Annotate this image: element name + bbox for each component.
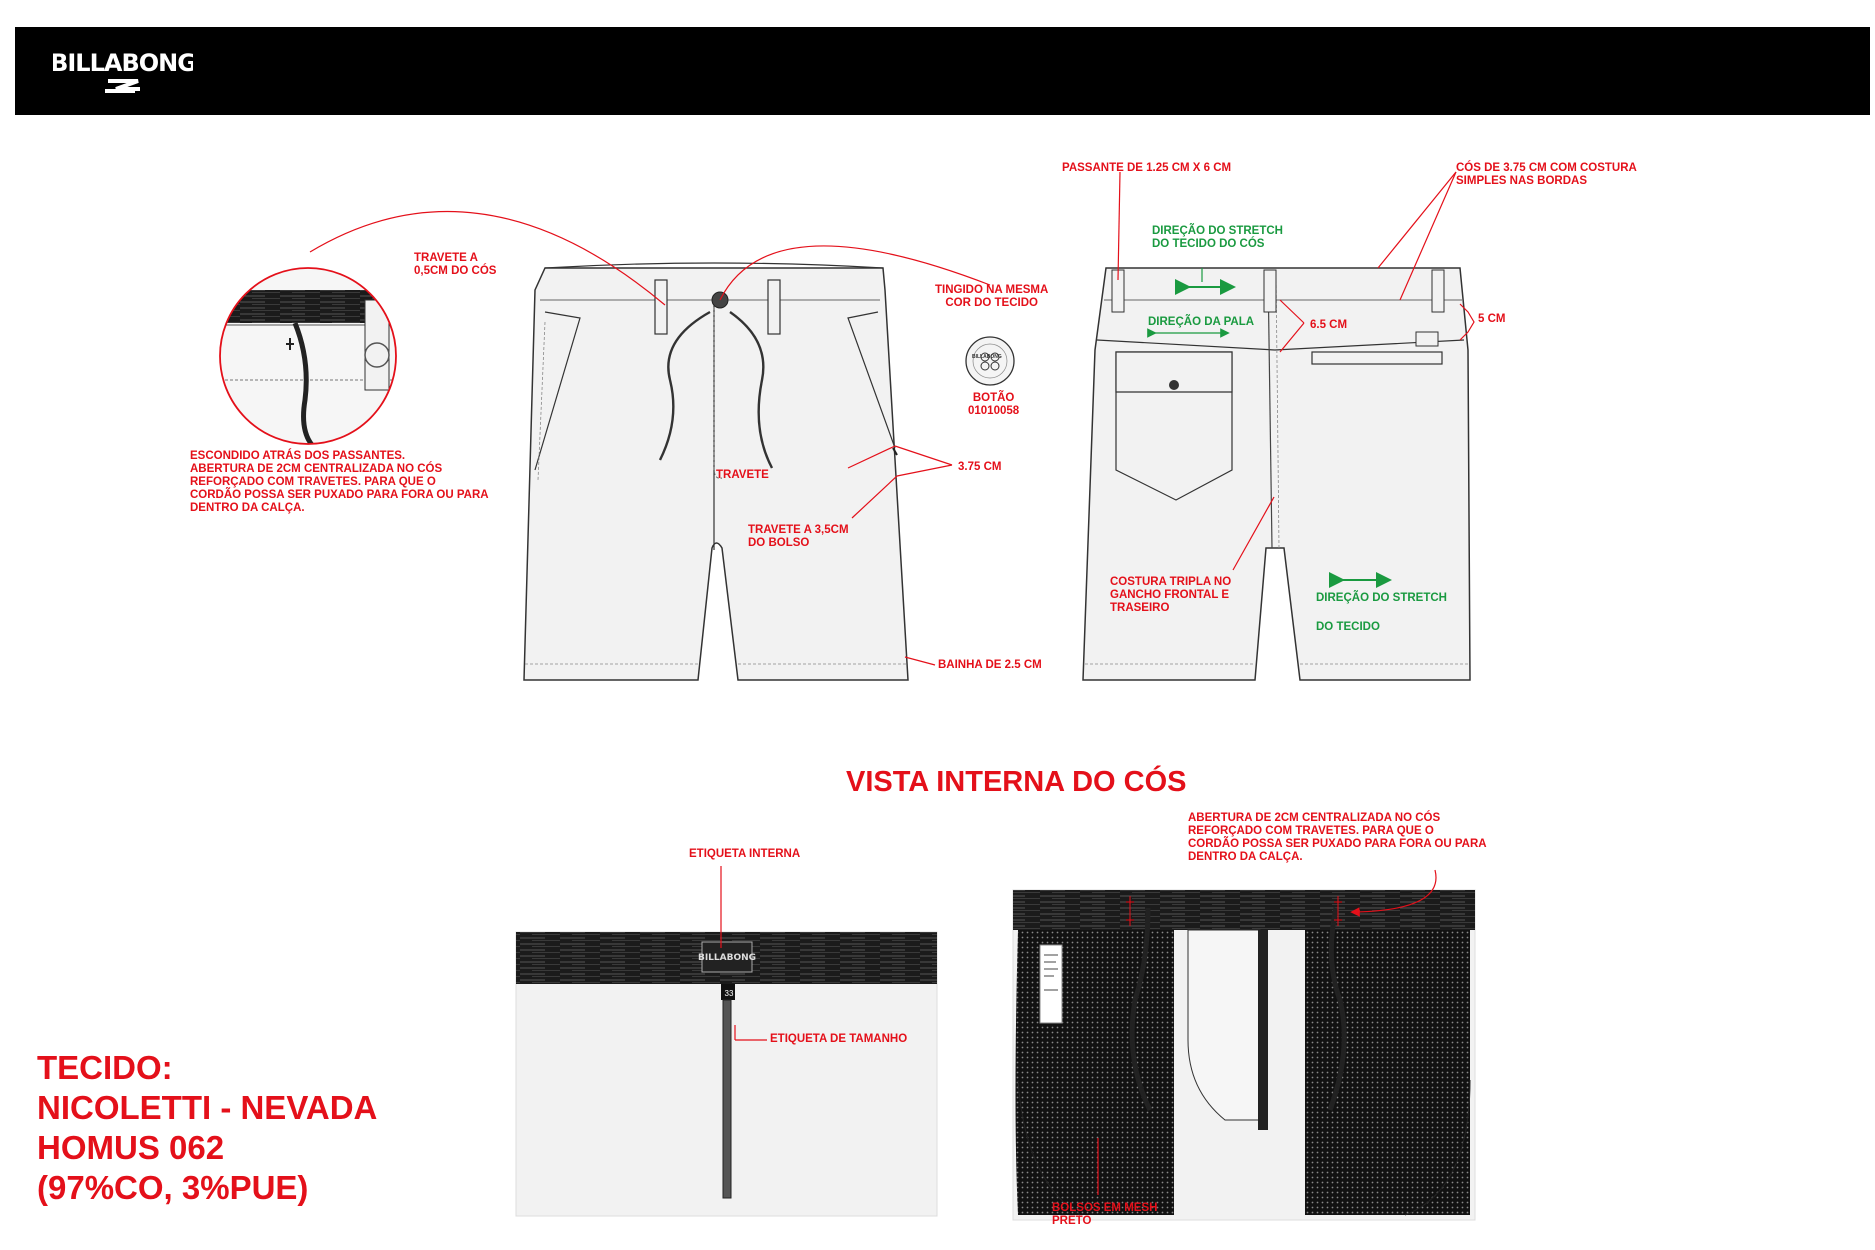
fabric-name: NICOLETTI - NEVADA — [37, 1089, 378, 1126]
triple-stitch-note: COSTURA TRIPLA NO GANCHO FRONTAL E TRASE… — [1110, 576, 1232, 614]
waistband-right-callouts — [1097, 869, 1437, 1195]
front-callouts — [309, 210, 991, 666]
travete-note: TRAVETE — [716, 469, 769, 481]
travete-cos-note: TRAVETE A 0,5CM DO CÓS — [414, 252, 497, 277]
internal-label-note: ETIQUETA INTERNA — [689, 848, 801, 860]
hem-note: BAINHA DE 2.5 CM — [938, 659, 1042, 671]
opening-note: ABERTURA DE 2CM CENTRALIZADA NO CÓS REFO… — [1188, 812, 1487, 863]
hidden-behind-loops-note: ESCONDIDO ATRÁS DOS PASSANTES. ABERTURA … — [190, 450, 489, 514]
waistband-left: BILLABONG — [515, 931, 938, 1217]
dyed-note: TINGIDO NA MESMA COR DO TECIDO — [935, 284, 1049, 309]
stretch-fabric-note-2: DO TECIDO — [1316, 621, 1380, 633]
stretch-fabric-note-1: DIREÇÃO DO STRETCH — [1316, 592, 1447, 604]
pocket-width-note: 3.75 CM — [958, 461, 1002, 473]
svg-text:BILLABONG: BILLABONG — [698, 953, 756, 963]
button-logo: BILLABONG — [972, 354, 1002, 360]
detail-circle — [219, 267, 397, 445]
svg-text:BILLABONG: BILLABONG — [53, 49, 193, 77]
waistband-note: CÓS DE 3.75 CM COM COSTURA SIMPLES NAS B… — [1456, 162, 1637, 187]
fabric-heading: TECIDO: — [37, 1049, 173, 1086]
fabric-spec: TECIDO: NICOLETTI - NEVADA HOMUS 062 (97… — [37, 1048, 377, 1208]
header-bar: BILLABONG — [15, 27, 1870, 115]
size-label: 33 — [725, 989, 734, 998]
size-label-note: ETIQUETA DE TAMANHO — [770, 1033, 908, 1045]
button-icon — [965, 336, 1015, 386]
billabong-logo: BILLABONG — [53, 49, 193, 93]
belt-loop-note: PASSANTE DE 1.25 CM X 6 CM — [1062, 162, 1232, 174]
waistband-section-title: VISTA INTERNA DO CÓS — [846, 766, 1187, 798]
five-cm-note: 5 CM — [1478, 313, 1506, 325]
travete-bolso-note: TRAVETE A 3,5CM DO BOLSO — [748, 524, 849, 549]
mesh-pockets-note: BOLSOS EM MESH PRETO — [1052, 1202, 1158, 1227]
front-shorts — [523, 262, 909, 681]
fabric-composition: (97%CO, 3%PUE) — [37, 1169, 309, 1206]
stretch-waistband-note: DIREÇÃO DO STRETCH DO TECIDO DO CÓS — [1152, 225, 1283, 250]
back-callouts — [1117, 171, 1475, 571]
waistband-left-callouts — [720, 866, 767, 1041]
yoke-direction-note: DIREÇÃO DA PALA — [1148, 316, 1255, 328]
back-shorts — [1082, 267, 1471, 681]
waistband-right — [1012, 889, 1476, 1221]
button-note: BOTÃO 01010058 — [968, 392, 1020, 417]
stretch-arrows — [1147, 268, 1392, 588]
fabric-code: HOMUS 062 — [37, 1129, 225, 1166]
yoke-height-note: 6.5 CM — [1310, 319, 1348, 331]
